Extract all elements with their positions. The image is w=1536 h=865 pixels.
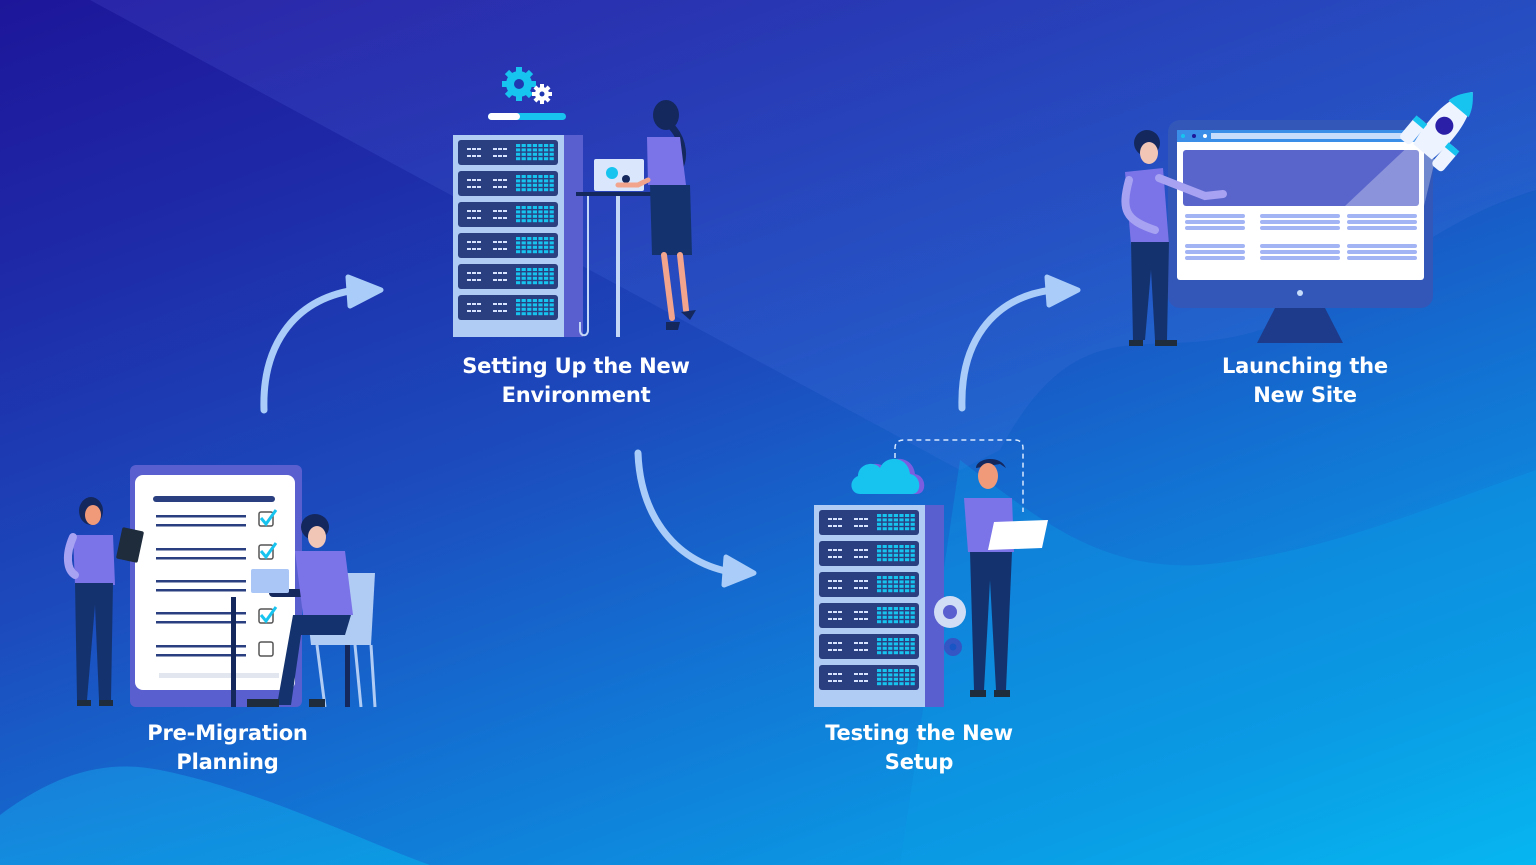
arrow-step3-to-step4 (958, 274, 1081, 412)
step-2-illustration (453, 67, 696, 337)
checkbox-icon (258, 641, 274, 657)
step-1-illustration (64, 465, 377, 708)
step-1-label-line2: Planning (176, 750, 279, 774)
server-unit (458, 264, 558, 289)
woman-with-clipboard (64, 497, 144, 706)
step-1-label-line1: Pre-Migration (147, 721, 308, 745)
server-unit (819, 665, 919, 690)
man-with-laptop (964, 458, 1048, 697)
checkbox-icon (258, 509, 278, 527)
laptop-icon (988, 520, 1048, 550)
step-4-label-line1: Launching the (1222, 354, 1388, 378)
background-diagonal-band (90, 0, 1536, 470)
presenting-man (1121, 130, 1227, 346)
server-unit (819, 603, 919, 628)
step-3-label-line1: Testing the New (825, 721, 1013, 745)
step-2-label: Setting Up the New Environment (440, 352, 712, 410)
checkbox-icon (258, 606, 278, 624)
standing-desk (576, 192, 658, 337)
step-3-label: Testing the New Setup (790, 719, 1048, 777)
step-1-label: Pre-Migration Planning (110, 719, 345, 777)
background-light-wave (900, 460, 1536, 865)
cloud-icon (851, 458, 925, 494)
progress-bar (488, 113, 566, 120)
server-unit (458, 202, 558, 227)
checkbox-icon (258, 542, 278, 560)
dashed-connection-line (894, 439, 1024, 512)
server-unit (819, 634, 919, 659)
server-unit (458, 233, 558, 258)
step-3-illustration (814, 439, 1048, 707)
rocket-light-beam (1345, 140, 1435, 206)
background-bottom-wave (0, 766, 430, 865)
arrow-step2-to-step3 (634, 449, 757, 588)
step-4-label-line2: New Site (1253, 383, 1357, 407)
server-unit (458, 171, 558, 196)
man-at-desk (231, 514, 377, 708)
rocket-icon (1400, 92, 1473, 172)
step-4-label: Launching the New Site (1185, 352, 1425, 410)
server-unit (819, 572, 919, 597)
step-3-label-line2: Setup (884, 750, 954, 774)
server-unit (819, 510, 919, 535)
arrow-step1-to-step2 (260, 274, 384, 414)
step-2-label-line1: Setting Up the New (462, 354, 690, 378)
monitor (1168, 120, 1435, 343)
gear-icons (934, 596, 966, 656)
step-4-illustration (1121, 92, 1473, 346)
server-unit (458, 140, 558, 165)
server-rack (814, 505, 944, 707)
gears-icon (502, 67, 552, 104)
server-unit (458, 295, 558, 320)
checklist-board (130, 465, 302, 707)
server-rack (453, 135, 583, 337)
step-2-label-line2: Environment (501, 383, 651, 407)
woman-figure (615, 100, 696, 330)
server-unit (819, 541, 919, 566)
